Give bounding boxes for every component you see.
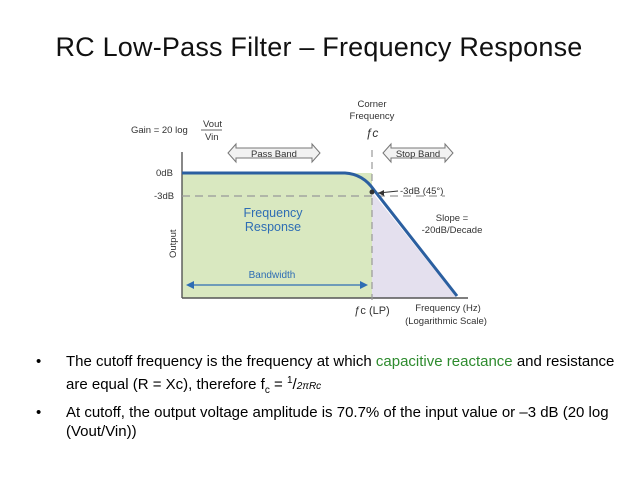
formula-numerator: 1	[286, 375, 293, 386]
bandwidth-arrowhead-left	[186, 281, 194, 289]
gain-label: Gain = 20 log	[131, 125, 188, 136]
stopband-region	[372, 192, 457, 298]
cutoff-formula: 1/2πRc	[286, 375, 322, 393]
zero-db-label: 0dB	[156, 168, 173, 179]
y-axis-label: Output	[168, 229, 179, 258]
pass-band-label: Pass Band	[251, 149, 297, 160]
minus3-arrowhead	[378, 190, 384, 196]
stop-band-arrow	[382, 142, 454, 164]
pass-band-arrow	[227, 142, 321, 164]
passband-region	[182, 173, 372, 298]
gain-frac-num: Vout	[203, 119, 222, 130]
x-axis-label-2: (Logarithmic Scale)	[405, 316, 487, 327]
freq-response-label-1: Frequency	[243, 206, 303, 220]
page-title: RC Low-Pass Filter – Frequency Response	[55, 32, 583, 62]
gain-frac-den: Vin	[205, 132, 219, 143]
equals-sign: =	[269, 376, 287, 393]
passband-edge	[350, 173, 372, 192]
bullet-text: The cutoff frequency is the frequency at…	[66, 353, 376, 370]
response-curve	[182, 171, 459, 297]
fc-lp-label: ƒc (LP)	[354, 305, 389, 317]
stop-band-label: Stop Band	[396, 149, 440, 160]
minus3-marker-label: -3dB (45°)	[400, 186, 443, 197]
bullet-dot: •	[36, 404, 42, 421]
minus3-db-label: -3dB	[154, 191, 174, 202]
bullet-item-amplitude: • At cutoff, the output voltage amplitud…	[36, 403, 616, 441]
corner-point	[369, 189, 375, 195]
corner-label-1: Corner	[357, 99, 386, 110]
bullet-item-cutoff: • The cutoff frequency is the frequency …	[36, 352, 616, 400]
corner-symbol: ƒc	[366, 126, 379, 140]
x-axis-label-1: Frequency (Hz)	[415, 303, 480, 314]
slope-label-1: Slope =	[436, 213, 469, 224]
slope-label-2: -20dB/Decade	[422, 225, 483, 236]
bandwidth-label: Bandwidth	[249, 270, 296, 281]
bullet-list: • The cutoff frequency is the frequency …	[36, 352, 616, 444]
bullet-text: At cutoff, the output voltage amplitude …	[66, 404, 609, 440]
freq-response-label-2: Response	[245, 220, 301, 234]
bullet-text: and resistance are equal (R = Xc), there…	[66, 353, 615, 393]
capacitive-reactance-highlight: capacitive reactance	[375, 353, 513, 370]
corner-label-2: Frequency	[350, 111, 395, 122]
formula-denominator: 2πRc	[296, 381, 322, 392]
fc-subscript: c	[264, 385, 270, 396]
bandwidth-arrowhead-right	[360, 281, 368, 289]
bullet-dot: •	[36, 353, 42, 370]
